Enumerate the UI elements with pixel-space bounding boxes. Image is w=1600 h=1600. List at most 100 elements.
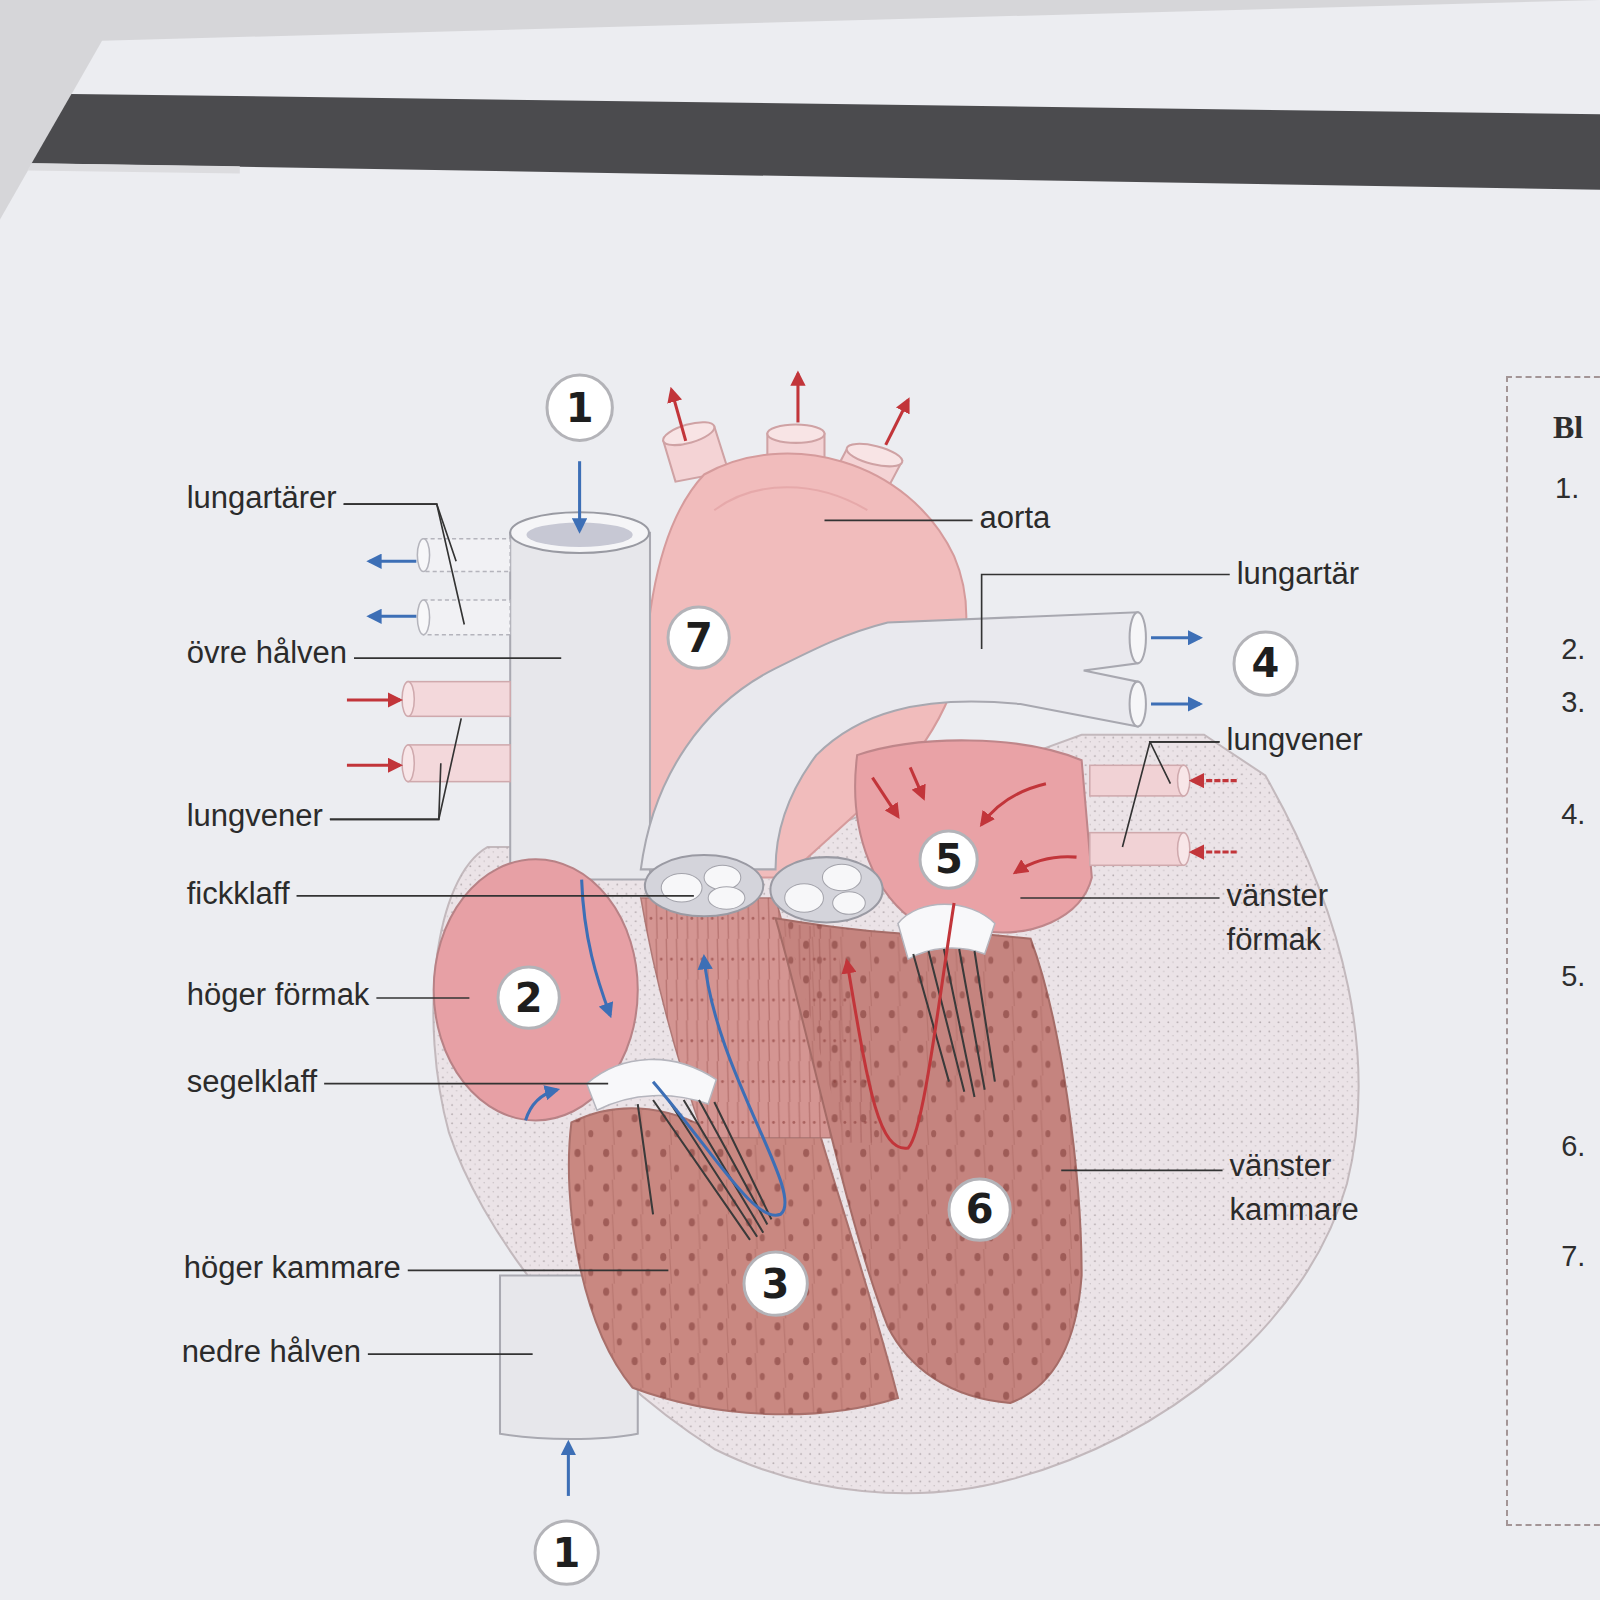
answer-box: Bl1.2.3.4.5.6.7. xyxy=(1506,376,1600,1526)
pocket-valve xyxy=(770,857,882,922)
circle-shape xyxy=(920,831,977,888)
leader-line xyxy=(368,1353,533,1355)
pulmonary-artery-stub xyxy=(423,539,510,572)
box-heading: Bl xyxy=(1553,409,1583,446)
part-label: vänster kammare xyxy=(1230,1144,1414,1232)
callout-number: 2 xyxy=(515,978,543,1018)
pulmonary-artery-end xyxy=(1130,682,1146,727)
flow-arrow xyxy=(567,1443,570,1496)
aorta-shading xyxy=(714,487,867,510)
callout-number: 1 xyxy=(566,388,594,428)
valve-cusp xyxy=(708,887,745,909)
flow-arrow xyxy=(369,615,416,618)
callout-number: 7 xyxy=(685,618,713,658)
sail-valve xyxy=(587,1059,717,1110)
flow-arrow xyxy=(910,767,923,798)
callout-number: 4 xyxy=(1251,643,1279,683)
circle-shape xyxy=(949,1179,1010,1240)
flow-arrow xyxy=(369,560,416,563)
leader-line xyxy=(354,657,561,659)
left-atrium xyxy=(855,740,1092,932)
pulmonary-artery-end xyxy=(417,600,429,635)
pulmonary-vein-end xyxy=(1178,765,1190,796)
flow-arrow xyxy=(1015,857,1076,873)
leader-line xyxy=(1020,897,1219,899)
list-number: 7. xyxy=(1561,1240,1585,1273)
left-ventricle xyxy=(776,918,1082,1403)
leader-line xyxy=(1061,1170,1222,1172)
part-label: höger förmak xyxy=(187,973,370,1017)
part-label: lungartär xyxy=(1237,552,1359,596)
circle-shape xyxy=(535,1521,598,1584)
aorta-branch-end xyxy=(661,418,717,450)
muscle-texture xyxy=(776,918,1082,1403)
part-label: övre hålven xyxy=(187,631,347,675)
circle-shape xyxy=(1234,632,1297,695)
pulmonary-vein-stub xyxy=(1090,833,1184,866)
list-number: 2. xyxy=(1561,633,1585,666)
callout-circle: 1 xyxy=(533,1519,600,1586)
valve-cusp xyxy=(822,864,861,891)
leader-line xyxy=(376,997,469,999)
list-number: 6. xyxy=(1561,1130,1585,1163)
part-label: nedre hålven xyxy=(182,1330,361,1374)
pulmonary-artery-end xyxy=(1130,612,1146,663)
leader-line xyxy=(297,895,694,897)
aorta-branch-end xyxy=(767,424,824,442)
part-label: fickklaff xyxy=(187,872,290,916)
flow-arrow xyxy=(1151,703,1200,706)
callout-circle: 5 xyxy=(918,829,979,890)
circle-shape xyxy=(547,375,612,440)
flow-arrow xyxy=(872,778,898,817)
callout-circle: 1 xyxy=(545,373,614,442)
pulmonary-vein-end xyxy=(402,682,414,717)
flow-arrow xyxy=(1151,636,1200,639)
pulmonary-vein-stub xyxy=(408,682,510,717)
callout-circle: 4 xyxy=(1232,630,1299,697)
pulmonary-artery-stub xyxy=(423,600,510,635)
leader-line xyxy=(408,1270,669,1272)
pulmonary-vein-end xyxy=(402,745,414,782)
callout-number: 1 xyxy=(552,1533,580,1573)
flow-arrow xyxy=(886,400,908,445)
pulmonary-vein-end xyxy=(1178,833,1190,866)
flow-arrow xyxy=(796,373,799,422)
leader-line xyxy=(1122,742,1219,847)
muscle-texture xyxy=(786,923,888,1142)
callout-number: 5 xyxy=(935,839,963,879)
flow-arrow xyxy=(982,784,1046,825)
callout-circle: 6 xyxy=(947,1177,1012,1242)
circle-shape xyxy=(498,967,559,1028)
circle-shape xyxy=(744,1252,807,1315)
superior-vena-cava xyxy=(510,533,650,880)
list-number: 1. xyxy=(1555,472,1579,505)
flow-arrow xyxy=(1192,851,1237,854)
pulmonary-vein-stub xyxy=(408,745,510,782)
callout-circle: 2 xyxy=(496,965,561,1030)
part-label: lungvener xyxy=(187,794,323,838)
chordae xyxy=(638,1100,772,1240)
part-label: aorta xyxy=(980,496,1051,540)
flow-arrow xyxy=(578,461,581,530)
leader-line xyxy=(1150,742,1220,784)
flow-arrow xyxy=(653,957,785,1215)
flow-arrow xyxy=(847,903,954,1148)
flow-arrow xyxy=(347,698,400,701)
flow-arrow xyxy=(347,764,400,767)
pulmonary-artery-end xyxy=(417,539,429,572)
callout-circle: 7 xyxy=(666,605,731,670)
leader-line xyxy=(824,520,972,522)
valve-cusp xyxy=(661,873,702,902)
flow-arrow xyxy=(671,390,685,441)
pocket-valve xyxy=(645,855,763,916)
leader-line xyxy=(344,504,465,624)
part-label: lungartärer xyxy=(187,476,337,520)
leader-line xyxy=(330,763,441,819)
chordae xyxy=(913,949,995,1097)
part-label: vänster förmak xyxy=(1227,874,1411,962)
part-label: lungvener xyxy=(1227,718,1363,762)
list-number: 4. xyxy=(1561,798,1585,831)
